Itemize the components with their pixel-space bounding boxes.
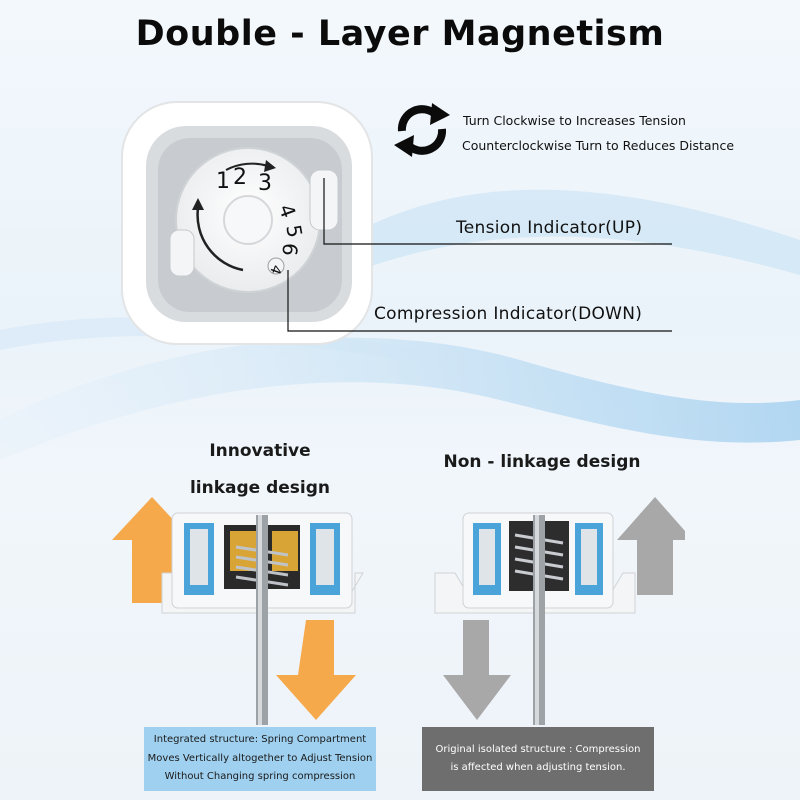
page-title: Double - Layer Magnetism — [135, 14, 665, 54]
right-caption-line1: Original isolated structure : Compressio… — [435, 743, 641, 755]
counterclockwise-instruction: Counterclockwise Turn to Reduces Distanc… — [462, 138, 735, 153]
dial-number: 1 — [216, 169, 230, 194]
dial-knob-illustration: 1 2 3 4 5 6 4 — [121, 101, 373, 345]
dial-number: 3 — [258, 171, 272, 196]
left-caption-box: Integrated structure: Spring Compartment… — [144, 727, 376, 791]
right-panel-heading: Non - linkage design — [443, 452, 641, 472]
non-linkage-design-illustration — [434, 497, 685, 725]
left-heading-line1: Innovative — [209, 441, 311, 461]
linkage-design-illustration — [112, 497, 364, 725]
left-caption-line3: Without Changing spring compression — [164, 771, 356, 783]
dial-number: 5 — [281, 223, 307, 240]
left-heading-line2: linkage design — [189, 478, 331, 498]
tension-indicator-label: Tension Indicator(UP) — [456, 218, 643, 238]
clockwise-instruction: Turn Clockwise to Increases Tension — [463, 113, 686, 128]
dial-number: 2 — [233, 165, 247, 190]
dial-number: 6 — [277, 242, 302, 257]
left-caption-line2: Moves Vertically altogether to Adjust Te… — [147, 752, 373, 764]
compression-indicator-label: Compression Indicator(DOWN) — [374, 304, 643, 324]
left-panel-heading: Innovative linkage design — [160, 433, 360, 507]
rotate-arrows-icon — [394, 103, 450, 157]
right-caption-line2: is affected when adjusting tension. — [450, 762, 626, 773]
right-caption-box: Original isolated structure : Compressio… — [422, 727, 654, 791]
left-caption-line1: Integrated structure: Spring Compartment — [153, 734, 367, 746]
